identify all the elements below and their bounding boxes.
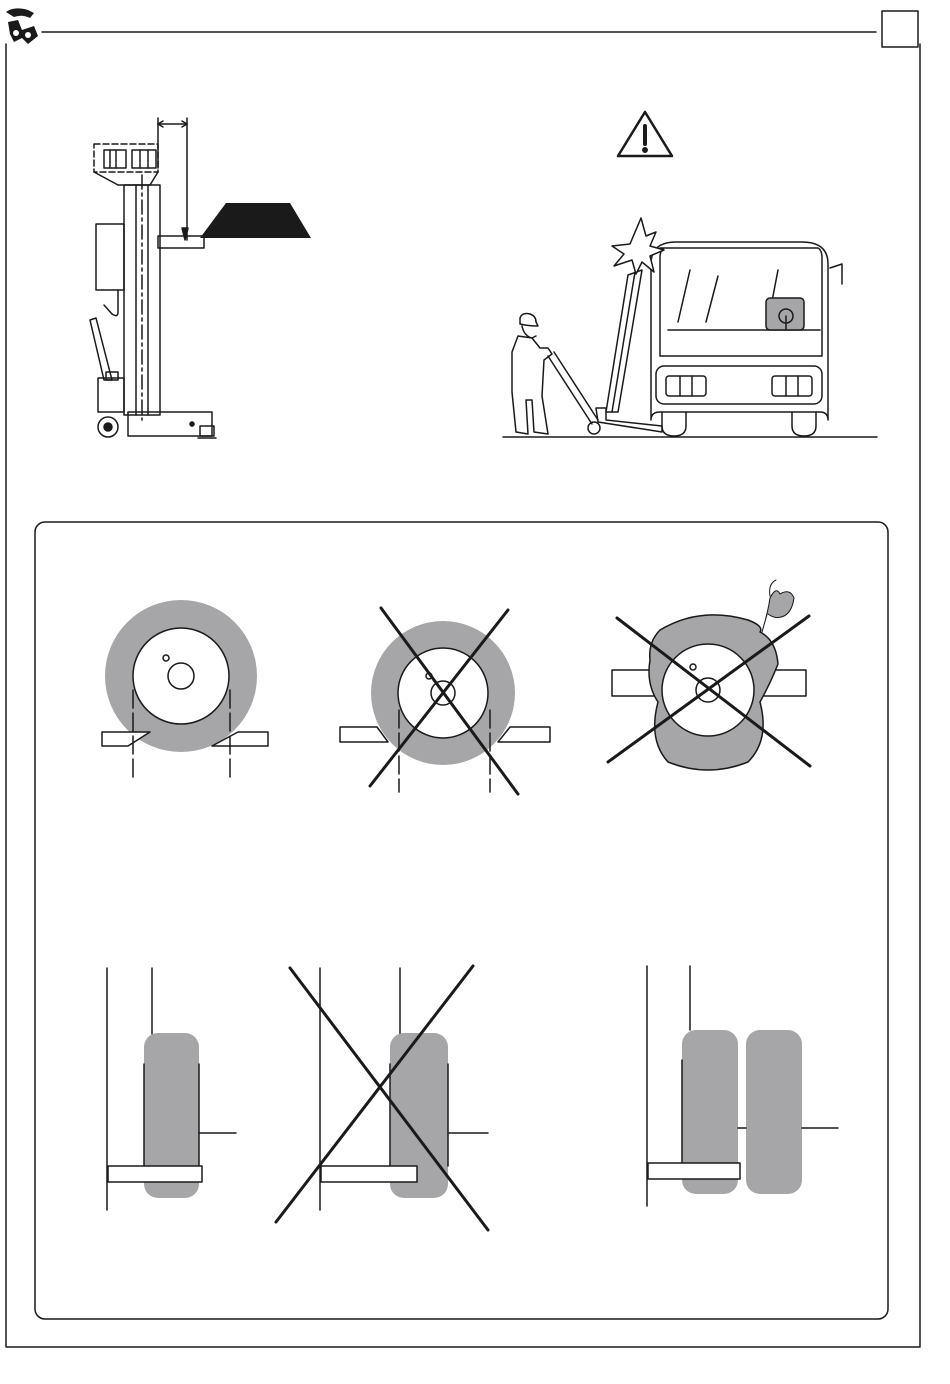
wheel-small-crossed xyxy=(340,608,550,794)
wheel-on-forks-correct xyxy=(102,600,268,780)
wheel-deflated-crossed xyxy=(608,580,810,770)
page-number-box xyxy=(882,11,918,47)
bus-collision-scene xyxy=(503,218,877,437)
tyre-side-correct xyxy=(107,968,236,1210)
tyre-side-crossed xyxy=(276,966,488,1230)
brand-logo-icon xyxy=(6,8,38,44)
column-lift-side-view xyxy=(90,118,311,438)
warning-triangle-icon xyxy=(618,112,672,156)
twin-tyre-side xyxy=(647,966,838,1206)
